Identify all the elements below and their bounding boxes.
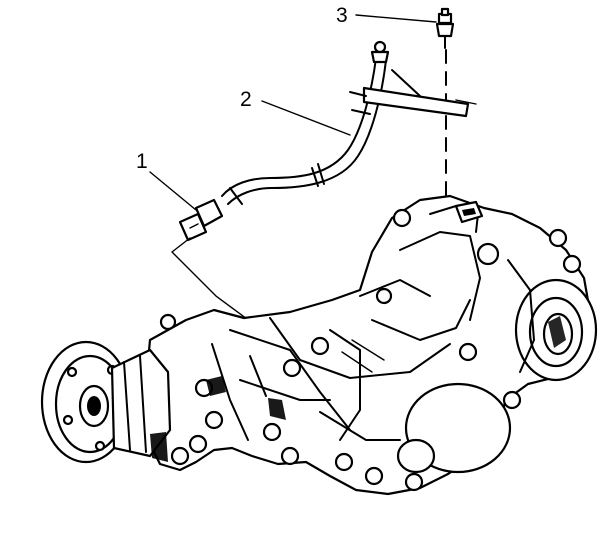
callout-1: 1 — [136, 150, 271, 337]
callout-2-label: 2 — [240, 88, 252, 111]
hose-connector — [178, 198, 224, 242]
differential-housing — [40, 194, 598, 496]
callout-3-label: 3 — [336, 4, 348, 27]
callout-3: 3 — [336, 4, 455, 211]
callout-2: 2 — [221, 40, 477, 205]
callout-3-leader — [355, 14, 437, 23]
callout-2-leader — [261, 100, 351, 136]
callout-1-leader — [149, 171, 197, 211]
housing-bolts — [159, 208, 582, 492]
callout-1-label: 1 — [136, 150, 148, 173]
vent-fitting — [435, 7, 455, 49]
vent-hose — [221, 40, 477, 205]
housing-ribs — [211, 205, 535, 441]
connector-pointer-line — [171, 237, 271, 337]
